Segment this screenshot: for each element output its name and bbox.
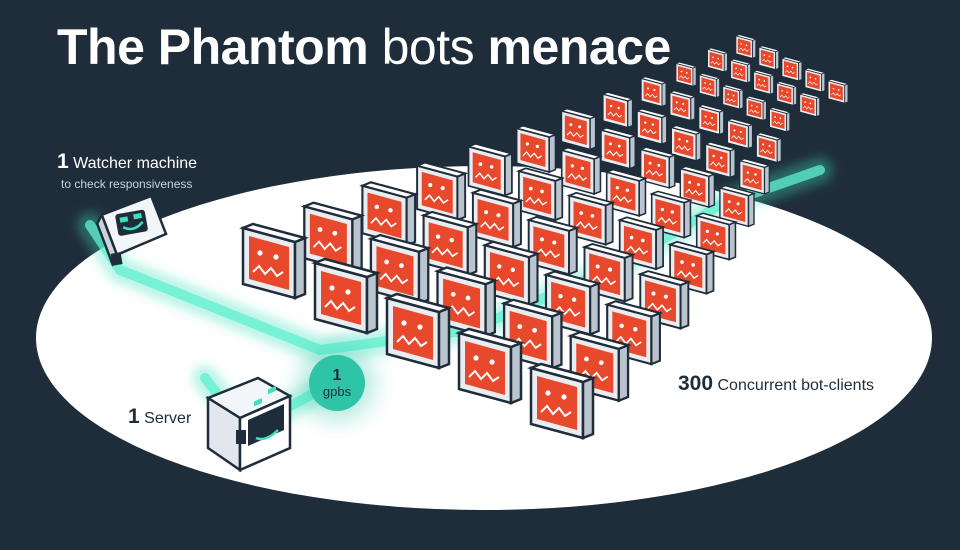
bandwidth-badge: 1 gpbs [309, 355, 365, 411]
bot-monitor-icon [697, 104, 726, 136]
bot-monitor-icon [514, 124, 558, 174]
watcher-label: 1 Watcher machine [57, 150, 197, 174]
bandwidth-unit: gpbs [322, 383, 352, 399]
server-title: Server [144, 410, 192, 427]
bot-monitor-icon [744, 95, 768, 121]
clients-title: Concurrent bot-clients [717, 377, 875, 394]
bot-monitor-icon [559, 146, 603, 196]
bot-monitor-icon [383, 292, 453, 370]
page-title: The Phantom bots menace [57, 18, 671, 76]
bot-monitor-icon [601, 91, 635, 129]
title-part-3: menace [487, 19, 672, 75]
bot-monitor-icon [638, 146, 677, 189]
bot-monitor-icon [469, 188, 525, 249]
clients-label: 300 Concurrent bot-clients [678, 372, 874, 396]
bot-monitor-icon [239, 222, 309, 300]
bandwidth-value: 1 [332, 366, 342, 384]
clients-count: 300 [678, 372, 714, 395]
bot-monitor-icon [559, 107, 598, 151]
bot-monitor-icon [516, 167, 566, 222]
bot-monitor-icon [768, 107, 792, 133]
server-count: 1 [128, 405, 140, 428]
bot-monitor-icon [669, 124, 703, 162]
bot-monitor-icon [754, 132, 783, 164]
server-label: 1 Server [128, 405, 191, 429]
server-robot-icon [205, 376, 293, 473]
bot-monitor-icon [311, 257, 381, 335]
bot-monitor-icon [703, 141, 737, 179]
bot-monitor-icon [668, 90, 697, 122]
bot-monitor-icon [694, 212, 738, 261]
bot-monitor-icon [359, 181, 419, 247]
bot-monitor-icon [752, 69, 775, 95]
bot-monitor-icon [604, 168, 648, 218]
bot-monitor-icon [721, 84, 745, 110]
bot-monitor-icon [775, 81, 798, 106]
bot-monitor-icon [706, 47, 729, 73]
watcher-robot-icon [95, 194, 168, 267]
bot-monitor-icon [414, 161, 469, 222]
bot-monitor-icon [780, 56, 804, 82]
bot-monitor-icon [367, 233, 432, 306]
watcher-title: Watcher machine [73, 155, 198, 172]
bot-monitor-icon [420, 210, 480, 277]
bot-monitor-icon [598, 127, 638, 170]
bot-monitor-icon [566, 191, 616, 246]
bot-monitor-icon [698, 73, 721, 99]
bot-monitor-icon [757, 45, 781, 71]
bot-monitor-icon [729, 58, 752, 84]
bot-monitor-icon [639, 76, 668, 108]
bot-monitor-icon [798, 92, 821, 118]
bot-monitor-icon [726, 118, 754, 150]
bot-monitor-icon [542, 270, 603, 336]
bot-monitor-icon [826, 78, 850, 104]
title-part-2: bots [381, 19, 475, 75]
watcher-count: 1 [57, 150, 69, 173]
bot-monitor-icon [717, 184, 757, 228]
bot-monitor-icon [803, 67, 827, 93]
bot-monitor-icon [455, 327, 525, 405]
bot-monitor-icon [527, 362, 597, 440]
bot-monitor-icon [433, 266, 499, 338]
watcher-sublabel: to check responsiveness [61, 177, 193, 191]
bot-monitor-icon [635, 108, 669, 145]
bot-monitor-icon [678, 165, 717, 209]
bot-monitor-icon [737, 158, 772, 195]
bot-monitor-icon [525, 215, 580, 276]
title-part-1: The Phantom [57, 19, 369, 75]
bot-monitor-icon [465, 142, 515, 197]
bot-client-grid [239, 34, 850, 440]
bot-monitor-icon [674, 61, 698, 87]
bot-monitor-icon [734, 34, 758, 59]
